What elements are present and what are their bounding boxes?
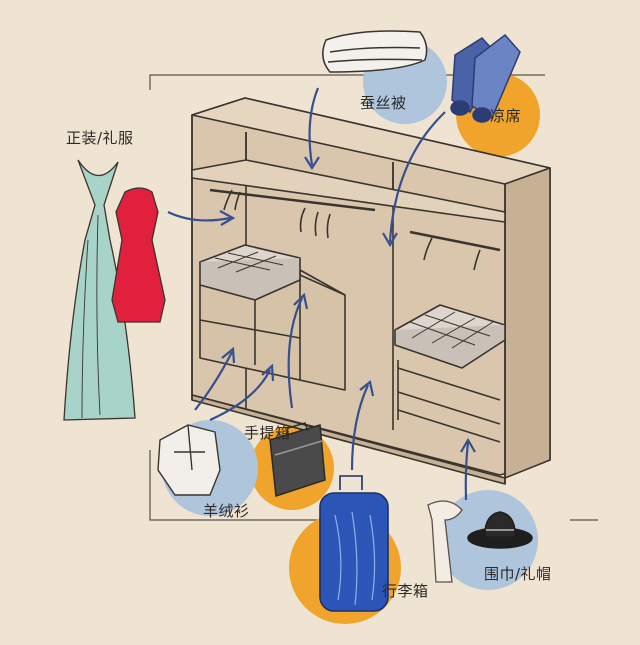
hanger-3 <box>423 237 481 271</box>
rolled-mat-icon <box>450 33 521 123</box>
hat-icon <box>467 511 533 549</box>
label-sweater: 羊绒衫 <box>203 502 250 520</box>
hanger-1 <box>223 189 241 211</box>
hanger-2 <box>299 207 331 239</box>
label-luggage: 行李箱 <box>382 582 429 600</box>
arrows <box>167 87 476 501</box>
label-formal-wear: 正装/礼服 <box>66 129 134 147</box>
red-dress-icon <box>111 187 166 323</box>
top-shelf <box>191 159 506 223</box>
folded-quilt-icon <box>322 30 428 73</box>
suitcase-icon <box>319 475 389 612</box>
label-briefcase: 手提箱 <box>244 424 291 442</box>
gown-icon <box>63 159 136 421</box>
label-scarf-hat: 围巾/礼帽 <box>484 565 552 583</box>
right-drawers <box>397 367 501 443</box>
cabinet-right-side <box>504 167 551 479</box>
sweater-icon <box>157 424 221 496</box>
label-summer-mat: 凉席 <box>490 107 522 125</box>
label-silk-quilt: 蚕丝被 <box>360 94 407 112</box>
scarf-icon <box>427 500 463 583</box>
wardrobe-cabinet <box>191 97 551 485</box>
briefcase-icon <box>269 422 326 498</box>
